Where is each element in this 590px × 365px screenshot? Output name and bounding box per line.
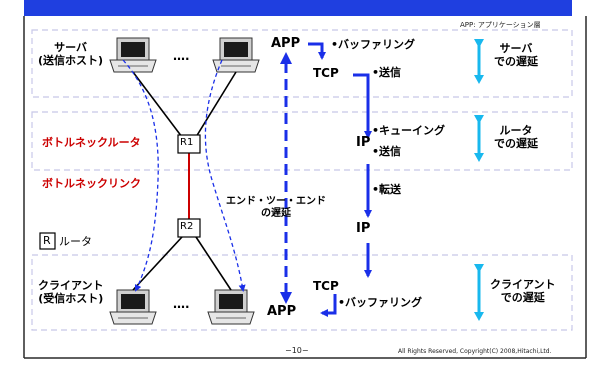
legend-router-text: ルータ xyxy=(59,235,92,248)
e2e-arrow-head-up xyxy=(280,52,292,64)
router-r1-label: R1 xyxy=(180,137,194,148)
router-r2-label: R2 xyxy=(180,221,194,232)
server-label-line: (送信ホスト) xyxy=(38,53,104,67)
client-computer-icon xyxy=(207,289,255,325)
client-computer-icon xyxy=(109,289,157,325)
ellipsis: …. xyxy=(173,297,190,311)
flow-tcp-app xyxy=(320,294,337,317)
client-label: クライアント (受信ホスト) xyxy=(38,279,104,305)
step-forward: •転送 xyxy=(372,183,402,196)
server-delay-line: サーバ xyxy=(499,42,533,55)
step-queueing: •キューイング xyxy=(372,124,446,137)
legend-router-box xyxy=(39,232,56,250)
e2e-label-line: の遅延 xyxy=(261,207,291,219)
layer-note: APP: アプリケーション層 xyxy=(460,21,541,29)
step-send-router: •送信 xyxy=(372,145,402,158)
client-label-line: (受信ホスト) xyxy=(38,291,104,305)
ellipsis: …. xyxy=(173,49,190,63)
link xyxy=(195,236,232,291)
client-label-line: クライアント xyxy=(38,279,104,292)
router-zone xyxy=(31,111,573,171)
title-bar xyxy=(24,0,572,16)
flow-tcp-ip xyxy=(353,73,372,139)
step-buffering-top: •バッファリング xyxy=(331,38,416,51)
server-zone xyxy=(31,29,573,98)
layer-ip-router: IP xyxy=(356,135,371,150)
link xyxy=(132,71,183,138)
link xyxy=(195,71,237,138)
server-computer-icon xyxy=(109,37,157,73)
server-label-line: サーバ xyxy=(54,41,87,54)
bottleneck-link-label: ボトルネックリンク xyxy=(42,177,141,190)
e2e-label-line: エンド・ツー・エンド xyxy=(226,196,326,207)
step-buffering-bottom: •バッファリング xyxy=(338,296,423,309)
router-r2 xyxy=(177,218,201,238)
bottleneck-router-label: ボトルネックルータ xyxy=(42,136,141,149)
flow-path xyxy=(122,59,159,292)
layer-app-top: APP xyxy=(271,36,301,51)
page-number: −10− xyxy=(285,346,309,355)
copyright: All Rights Reserved, Copyright(C) 2008,H… xyxy=(398,348,552,355)
router-r1 xyxy=(177,134,201,154)
server-label: サーバ (送信ホスト) xyxy=(38,41,104,67)
layer-app-bottom: APP xyxy=(267,304,297,319)
link xyxy=(132,236,183,291)
client-delay-line: クライアント xyxy=(490,278,556,291)
e2e-label: エンド・ツー・エンド の遅延 xyxy=(226,196,326,219)
server-computer-icon xyxy=(212,37,260,73)
router-delay-label: ルータ での遅延 xyxy=(494,124,538,150)
flow-path xyxy=(204,59,246,292)
layer-tcp-top: TCP xyxy=(313,66,339,80)
e2e-arrow-head-down xyxy=(280,292,292,304)
client-delay-line: での遅延 xyxy=(500,290,545,304)
router-delay-line: での遅延 xyxy=(494,136,538,150)
server-delay-label: サーバ での遅延 xyxy=(494,42,538,68)
server-delay-line: での遅延 xyxy=(494,54,538,68)
step-send-top: •送信 xyxy=(372,66,402,79)
router-delay-line: ルータ xyxy=(499,124,533,137)
layer-tcp-bottom: TCP xyxy=(313,279,339,293)
layer-ip-bottom: IP xyxy=(356,221,371,236)
flow-app-tcp xyxy=(308,42,326,60)
legend-router-letter: R xyxy=(43,234,51,247)
client-zone xyxy=(31,254,573,331)
client-delay-label: クライアント での遅延 xyxy=(490,278,556,304)
